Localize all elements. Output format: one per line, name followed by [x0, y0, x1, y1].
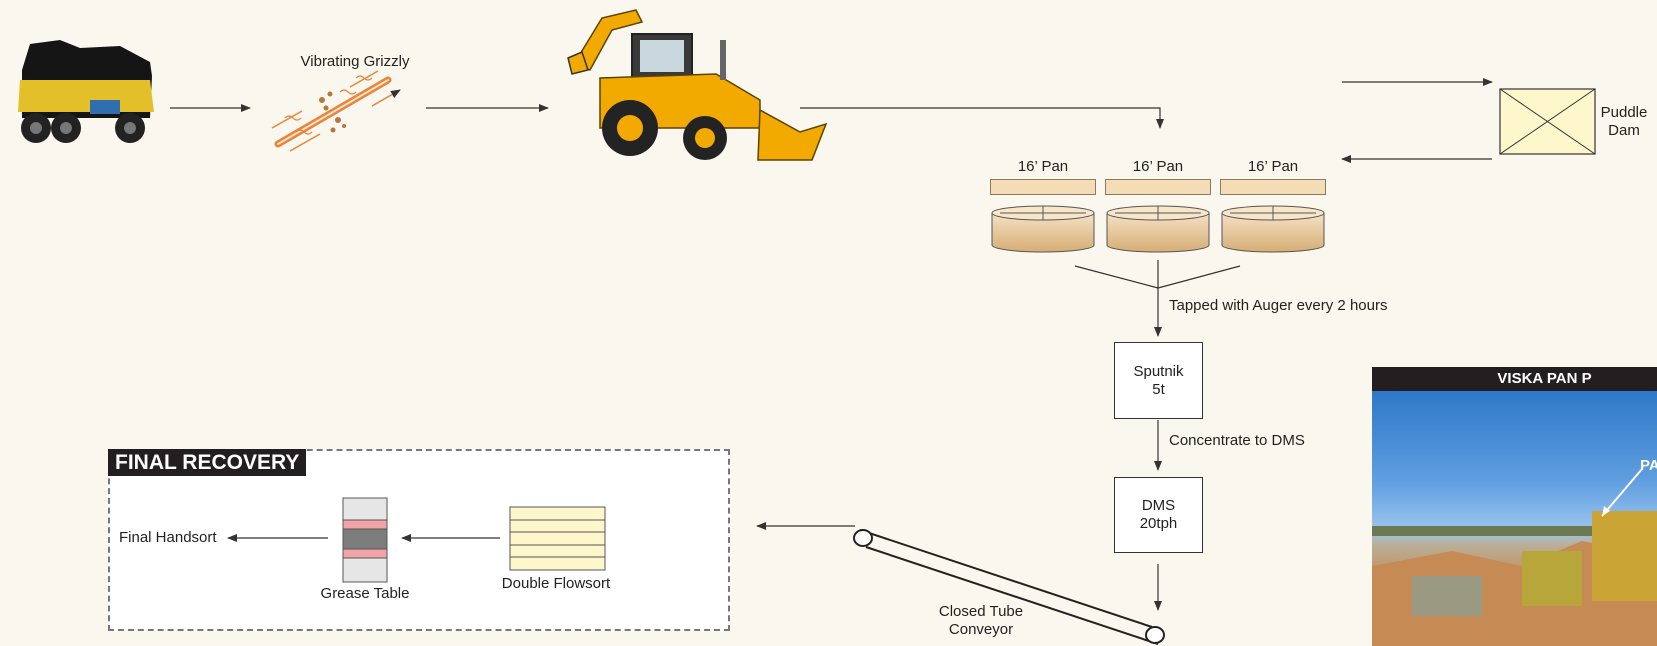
tube-conveyor-icon: [853, 529, 1165, 645]
dms-label-line2: 20tph: [1139, 515, 1178, 532]
dms-label-line1: DMS: [1141, 497, 1176, 514]
grease-table-label: Grease Table: [320, 585, 410, 602]
vibrating-grizzly-icon: [271, 70, 400, 152]
conveyor-label-line2: Conveyor: [948, 621, 1014, 638]
pan-feed-bar: [990, 179, 1096, 195]
pan-label: 16’ Pan: [1132, 158, 1184, 175]
puddle-dam-icon: [1499, 88, 1596, 155]
sputnik-box: Sputnik 5t: [1114, 342, 1203, 419]
rotary-pan-icon: [1106, 205, 1210, 253]
site-photo: [1372, 391, 1657, 646]
final-recovery-title: FINAL RECOVERY: [108, 449, 307, 476]
conveyor-label-line1: Closed Tube: [938, 603, 1024, 620]
rotary-pan-icon: [1221, 205, 1325, 253]
haul-truck-icon: [18, 40, 154, 143]
pan-discharge-lines: [1074, 260, 1241, 289]
photo-callout-label: PA: [1640, 457, 1657, 474]
final-recovery-panel: [108, 449, 730, 631]
puddle-dam-label: Puddle Dam: [1601, 104, 1648, 140]
tapped-auger-label: Tapped with Auger every 2 hours: [1169, 297, 1388, 314]
pan-feed-bar: [1105, 179, 1211, 195]
sputnik-label-line1: Sputnik: [1133, 362, 1184, 380]
rotary-pan-icon: [991, 205, 1095, 253]
pan-label: 16’ Pan: [1017, 158, 1069, 175]
puddle-dam-label-line1: Puddle: [1600, 104, 1648, 121]
site-photo-scene: [1372, 468, 1657, 646]
concentrate-label: Concentrate to DMS: [1169, 432, 1305, 449]
puddle-dam-label-line2: Dam: [1608, 122, 1640, 139]
conveyor-label: Closed Tube Conveyor: [939, 603, 1023, 639]
pan-label: 16’ Pan: [1247, 158, 1299, 175]
dms-box: DMS 20tph: [1114, 477, 1203, 553]
photo-title-bar: VISKA PAN P: [1372, 367, 1657, 391]
flow-arrow: [800, 107, 1164, 129]
grease-table-icon: [342, 497, 388, 583]
double-flowsort-label: Double Flowsort: [501, 575, 611, 592]
final-handsort-label: Final Handsort: [119, 529, 217, 546]
sputnik-label-line2: 5t: [1152, 380, 1165, 398]
vibrating-grizzly-label: Vibrating Grizzly: [300, 53, 410, 70]
pan-feed-bar: [1220, 179, 1326, 195]
backhoe-loader-icon: [567, 9, 828, 161]
flowsort-icon: [509, 506, 606, 571]
